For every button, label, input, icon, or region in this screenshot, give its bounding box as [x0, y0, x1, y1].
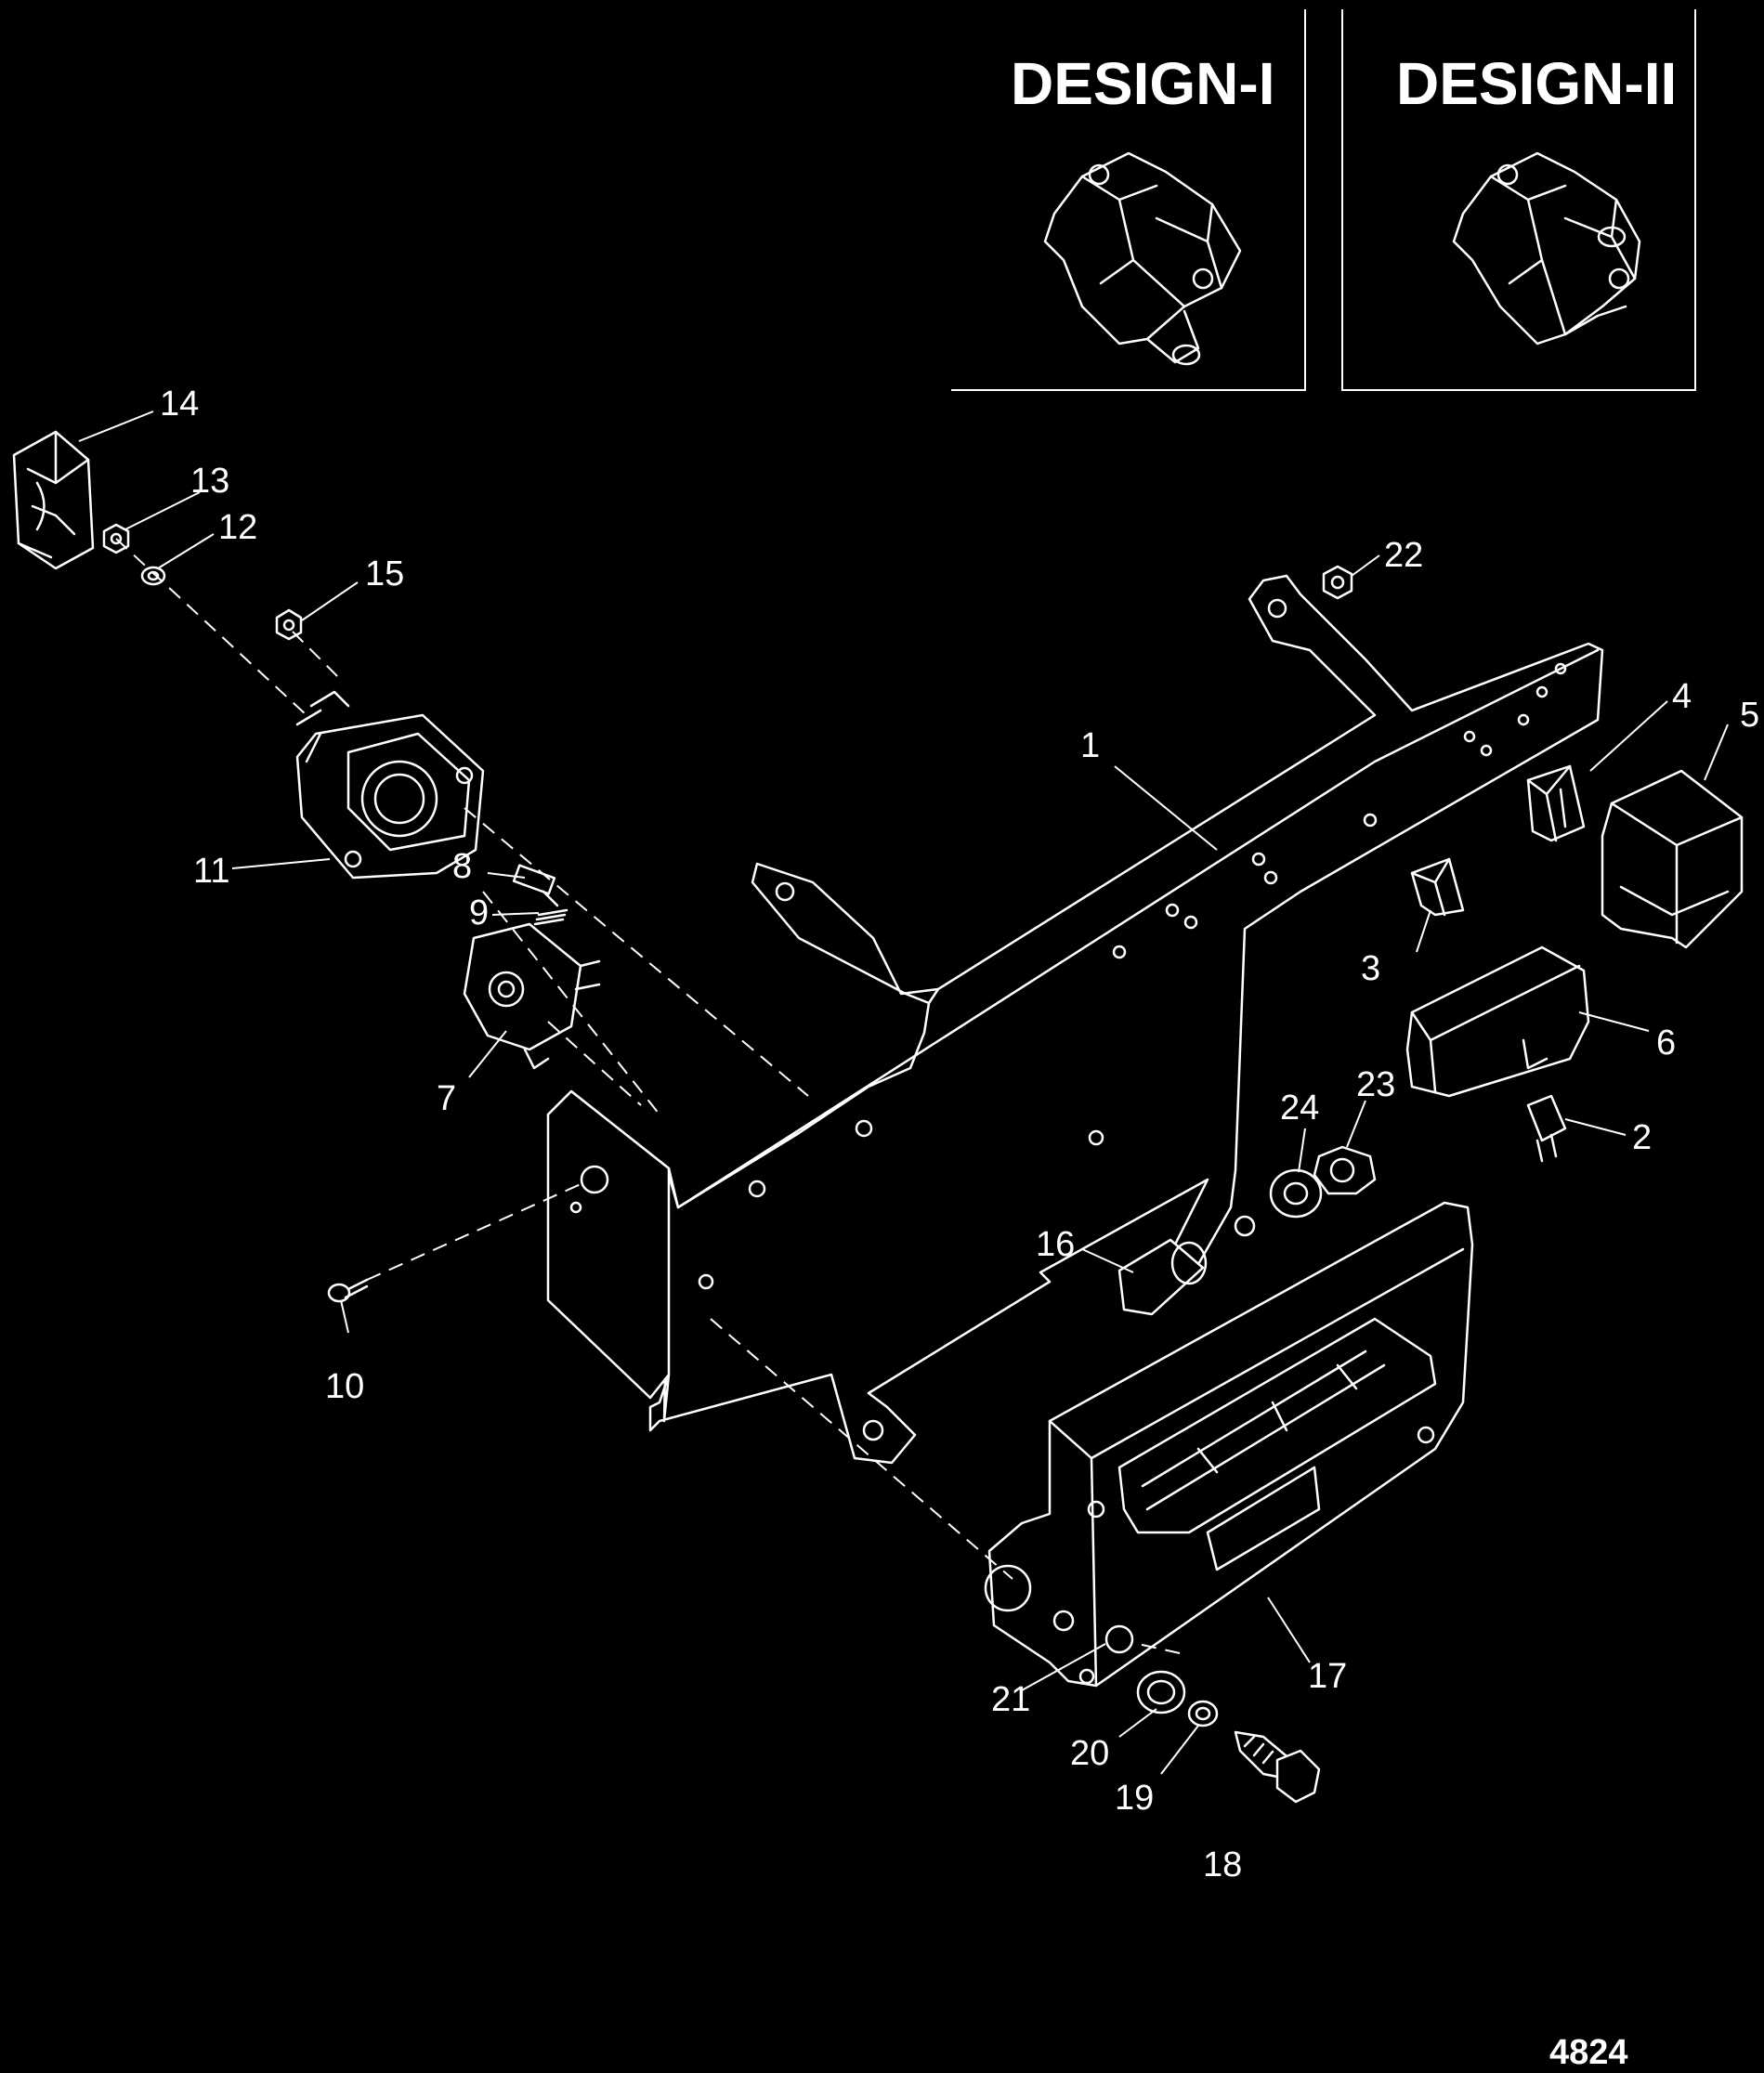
part-10-screw	[327, 1278, 369, 1303]
design-inset-frames	[951, 9, 1696, 391]
callout-6: 6	[1656, 1023, 1676, 1063]
part-14-clip	[12, 430, 95, 570]
part-8-screw	[512, 864, 559, 907]
part-7-sensor	[463, 922, 601, 1070]
callout-3: 3	[1361, 949, 1380, 988]
part-18-bolt	[1234, 1730, 1321, 1804]
part-15-nut	[275, 608, 303, 641]
callout-7: 7	[437, 1079, 456, 1118]
callout-19: 19	[1115, 1779, 1154, 1818]
callout-24: 24	[1280, 1089, 1319, 1128]
callout-1: 1	[1080, 726, 1100, 765]
callout-9: 9	[469, 893, 489, 932]
part-22-nut	[1322, 565, 1353, 600]
callout-8: 8	[452, 847, 472, 886]
part-3-fuse-holder	[1410, 857, 1465, 917]
callout-12: 12	[218, 508, 257, 547]
callout-2: 2	[1632, 1118, 1652, 1157]
callout-14: 14	[160, 385, 199, 424]
callout-15: 15	[365, 554, 404, 593]
callout-numbers: 14 13 12 15 11 8 9 7 10 1 22 3 4 5 6 2 2…	[160, 385, 1759, 1884]
callout-17: 17	[1308, 1657, 1347, 1696]
design-2-frame	[1341, 9, 1696, 391]
part-24-washer	[1269, 1168, 1323, 1219]
part-16-spacer	[1117, 1238, 1208, 1316]
callout-23: 23	[1356, 1065, 1395, 1104]
part-11-relay	[295, 690, 485, 880]
part-12-washer	[140, 566, 166, 586]
callout-21: 21	[991, 1680, 1030, 1719]
part-9-spring	[533, 908, 568, 926]
part-6-fuse-cover	[1405, 945, 1590, 1098]
part-17-ecm	[984, 1201, 1474, 1688]
callout-5: 5	[1740, 696, 1759, 735]
callout-16: 16	[1036, 1225, 1075, 1264]
design-1-ignition-coil	[1043, 151, 1242, 366]
figure-number: 4824	[1549, 2033, 1628, 2072]
callout-13: 13	[190, 462, 229, 501]
callout-22: 22	[1384, 536, 1423, 575]
callout-18: 18	[1203, 1845, 1242, 1884]
part-4-fuse-holder	[1526, 764, 1586, 842]
callout-20: 20	[1070, 1734, 1109, 1773]
part-19-washer	[1187, 1700, 1219, 1728]
callout-leaders	[78, 411, 1729, 1775]
part-5-relay	[1601, 769, 1744, 949]
design-2-ignition-coil	[1452, 151, 1641, 346]
callout-10: 10	[325, 1367, 364, 1406]
part-20-grommet	[1136, 1670, 1186, 1714]
design-2-label: DESIGN-II	[1396, 50, 1677, 117]
design-1-label: DESIGN-I	[1011, 50, 1274, 117]
design-1-frame	[951, 9, 1306, 391]
part-23-nut	[1313, 1145, 1377, 1195]
assembly-dashed-lines	[115, 538, 1181, 1654]
part-2-fuse	[1526, 1094, 1567, 1163]
part-1-mounting-bracket	[546, 574, 1604, 1465]
callout-11: 11	[193, 852, 229, 891]
part-1-side-tab	[546, 1089, 671, 1400]
callout-4: 4	[1672, 677, 1692, 716]
